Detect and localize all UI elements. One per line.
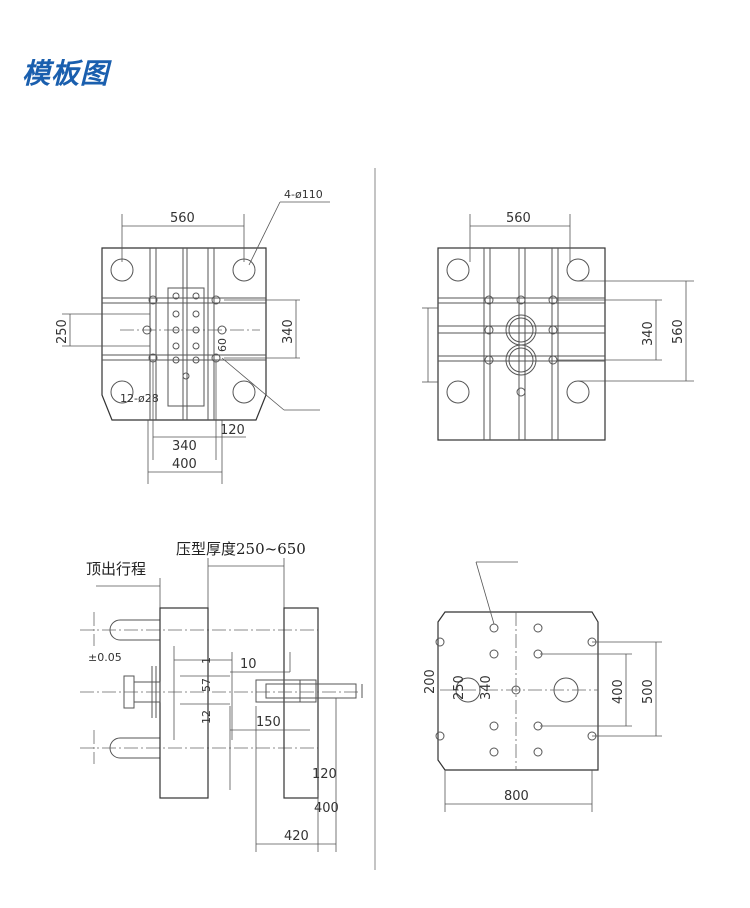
t-slots-vertical xyxy=(149,248,215,420)
side-section-view: 压型厚度250~650 顶出行程 xyxy=(80,540,363,852)
tl-slots-callout: 12-ø28 xyxy=(120,392,159,405)
nozzle xyxy=(255,679,317,703)
br-right-400: 400 xyxy=(611,679,626,704)
br-bottom-800: 800 xyxy=(504,789,529,804)
tl-bottom-120: 120 xyxy=(220,423,245,438)
ejector-holes xyxy=(142,292,227,380)
fixed-small-holes xyxy=(484,295,558,397)
fixed-platen-outline xyxy=(437,247,606,441)
mould-thickness-label: 压型厚度250~650 xyxy=(176,540,306,558)
fixed-platen-view: 560 340 560 xyxy=(422,211,694,441)
moving-platen-side xyxy=(159,607,209,799)
ejector-block xyxy=(167,287,205,407)
dim-420-label: 420 xyxy=(284,829,309,844)
tl-holes-callout: 4-ø110 xyxy=(284,188,323,201)
fixed-tie-bar-holes xyxy=(446,258,590,404)
tl-width-label: 560 xyxy=(170,211,195,226)
dim-10-label: 10 xyxy=(240,657,257,672)
t-slots-horizontal xyxy=(102,297,266,361)
br-right-500: 500 xyxy=(641,679,656,704)
br-mid-250: 250 xyxy=(452,675,467,700)
tl-right-dim: 340 xyxy=(281,319,296,344)
dim-150-label: 150 xyxy=(256,715,281,730)
dim-120-label: 120 xyxy=(312,767,337,782)
dim-400-label: 400 xyxy=(314,801,339,816)
mould-plate-outline xyxy=(437,611,599,771)
tr-right-dim: 560 xyxy=(671,319,686,344)
tl-bottom-340: 340 xyxy=(172,439,197,454)
tr-mid-dim: 340 xyxy=(641,321,656,346)
tl-left-dim: 250 xyxy=(55,319,70,344)
br-left-200: 200 xyxy=(423,669,438,694)
ejector-stroke-label: 顶出行程 xyxy=(86,560,146,578)
small-57-label: 57 xyxy=(200,678,213,692)
platen-outline xyxy=(101,247,267,421)
small-1-label: 1 xyxy=(200,657,213,664)
tr-width-label: 560 xyxy=(506,211,531,226)
fixed-platen-side xyxy=(283,607,319,799)
page-title: 模板图 xyxy=(22,57,110,90)
tol-label: ±0.05 xyxy=(88,651,122,664)
small-12-label: 12 xyxy=(200,710,213,724)
locating-ring xyxy=(505,314,537,376)
fixed-t-slots xyxy=(438,248,605,440)
tl-bottom-400: 400 xyxy=(172,457,197,472)
tie-bars xyxy=(80,612,318,764)
mould-plate-view: 200 250 340 400 500 800 xyxy=(423,561,662,812)
moving-platen-view: 560 4-ø110 250 340 60 12-ø28 340 120 400 xyxy=(55,188,330,484)
br-mid-340: 340 xyxy=(479,675,494,700)
tl-center-dim: 60 xyxy=(216,338,229,352)
